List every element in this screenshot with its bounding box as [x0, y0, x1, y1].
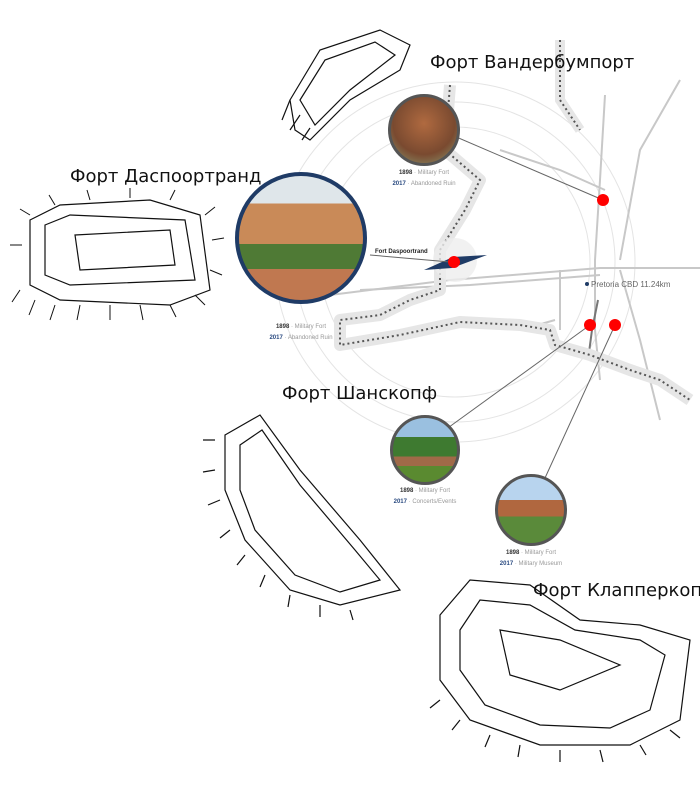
fort-markers [448, 194, 621, 331]
caption-schanskop: 1898 · Military Fort 2017 · Concerts/Eve… [393, 488, 457, 505]
photo-schanskop[interactable] [390, 415, 460, 485]
fort-title-klapperkop: Форт Клапперкоп [533, 580, 700, 601]
photo-daspoortrand[interactable] [235, 172, 367, 304]
marker-klapperkop[interactable] [609, 319, 621, 331]
fort-title-daspoortrand: Форт Даспоортранд [70, 166, 262, 187]
fort-title-vanderbumport: Форт Вандербумпорт [430, 52, 635, 73]
caption-klapperkop: 1898 · Military Fort 2017 · Military Mus… [499, 550, 563, 567]
marker-vanderbumport[interactable] [597, 194, 609, 206]
sketch-klapperkop [429, 579, 691, 763]
sketch-daspoortrand [10, 188, 225, 321]
boundary-band [334, 40, 694, 405]
fort-title-schanskop: Форт Шанскопф [282, 383, 438, 404]
cbd-distance-label: Pretoria CBD 11.24km [591, 280, 671, 289]
sketch-schanskop [202, 414, 402, 621]
photo-vanderbumport[interactable] [388, 94, 460, 166]
sketch-vanderbumport [281, 29, 411, 141]
photo-klapperkop[interactable] [495, 474, 567, 546]
marker-schanskop[interactable] [584, 319, 596, 331]
caption-vanderbumport: 1898 · Military Fort 2017 · Abandoned Ru… [392, 170, 456, 187]
cbd-dot-icon [585, 282, 589, 286]
marker-daspoortrand[interactable] [448, 256, 460, 268]
map-label-daspoortrand: Fort Daspoortrand [375, 249, 428, 255]
connector-lines [369, 129, 616, 479]
caption-daspoortrand: 1898 · Military Fort 2017 · Abandoned Ru… [269, 324, 333, 341]
